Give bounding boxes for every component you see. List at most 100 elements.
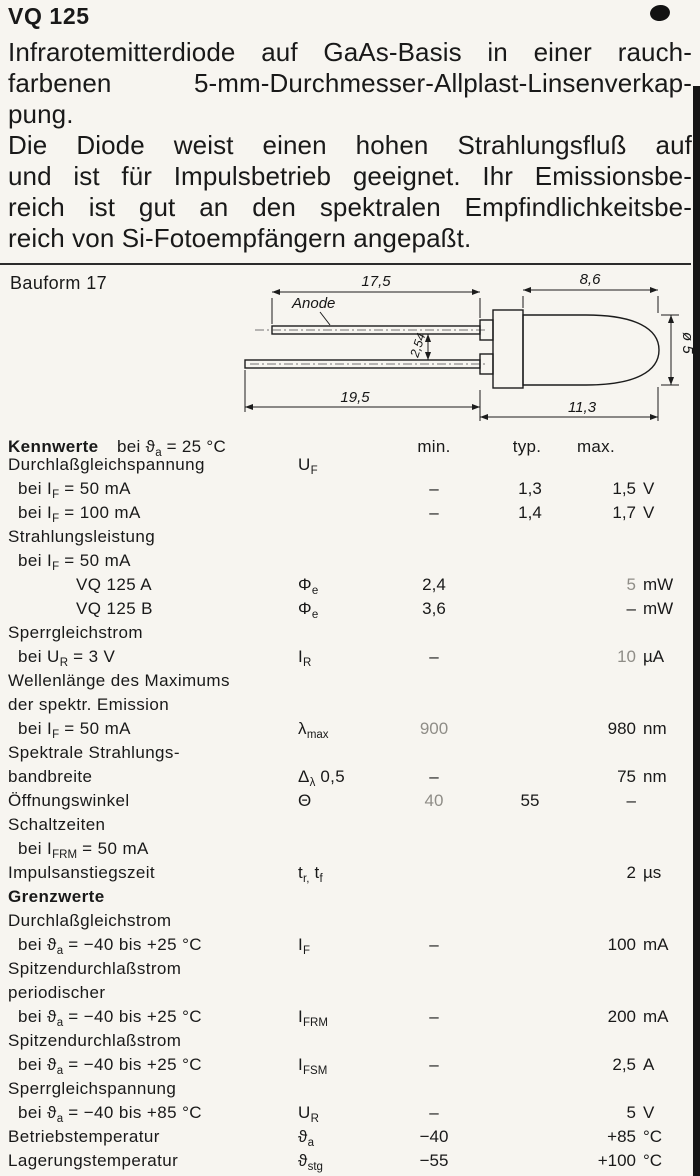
text-segment: Wellenlänge des Maximums — [8, 671, 230, 690]
text-segment: 0,5 — [315, 767, 345, 786]
text-segment: I — [298, 647, 304, 666]
column-header-max: max. — [576, 437, 616, 456]
parameter-label: Wellenlänge des Maximums — [8, 671, 230, 691]
page-title: VQ 125 — [8, 3, 90, 29]
subscript: R — [59, 656, 68, 669]
dim-label-2-54: 2,54 — [407, 331, 428, 359]
subscript: a — [56, 1112, 64, 1125]
table-row: Sperrgleichspannung — [0, 1079, 700, 1103]
unit-label: °C — [643, 1127, 663, 1146]
unit-label: °C — [643, 1151, 663, 1170]
min-value: – — [429, 1007, 439, 1026]
parameter-label: bei UR = 3 V — [18, 647, 116, 669]
subscript: R — [310, 1112, 319, 1125]
parameter-label: Lagerungstemperatur — [8, 1151, 178, 1171]
dim-label-diameter: ø 5 — [679, 332, 695, 354]
dim-label-19-5: 19,5 — [340, 389, 370, 406]
text-segment: I — [298, 1007, 304, 1026]
text-segment: Durchlaßgleichstrom — [8, 911, 172, 930]
text-segment: λ — [298, 719, 307, 738]
table-row: Strahlungsleistung — [0, 527, 700, 551]
symbol: ϑstg — [298, 1151, 323, 1173]
min-value: – — [429, 479, 439, 498]
parameter-label: bandbreite — [8, 767, 92, 787]
subscript: a — [56, 1016, 64, 1029]
parameter-label: der spektr. Emission — [8, 695, 169, 715]
parameter-label: Spitzendurchlaßstrom — [8, 959, 181, 979]
unit-label: µs — [643, 863, 662, 882]
text-segment: Spitzendurchlaßstrom — [8, 959, 182, 978]
parameter-label: Impulsanstiegszeit — [8, 863, 155, 883]
max-value: 980 — [607, 719, 636, 738]
subscript: a — [307, 1136, 315, 1149]
text-segment: = 50 mA — [59, 719, 131, 738]
text-segment: Θ — [298, 791, 312, 810]
subscript: a — [155, 446, 162, 459]
unit-label: V — [643, 1103, 655, 1122]
text-segment: Strahlungsleistung — [8, 527, 156, 546]
subscript: a — [56, 1064, 64, 1077]
typ-value: 1,3 — [518, 479, 542, 498]
text-segment: Lagerungstemperatur — [8, 1151, 179, 1170]
text-segment: bandbreite — [8, 767, 93, 786]
max-value: +100 — [597, 1151, 636, 1170]
symbol: IR — [298, 647, 311, 669]
subscript: f — [319, 872, 323, 885]
symbol: UR — [298, 1103, 319, 1125]
dim-label-17-5: 17,5 — [361, 273, 391, 290]
intro-line: reich ist gut an den spektralen Empfindl… — [8, 192, 692, 222]
max-value: – — [626, 599, 636, 618]
parameter-label: bei ϑa = −40 bis +25 °C — [18, 935, 202, 957]
min-value: 2,4 — [422, 575, 446, 594]
bauform-label: Bauform 17 — [10, 273, 108, 293]
text-segment: = 3 V — [68, 647, 116, 666]
text-segment: Impulsanstiegszeit — [8, 863, 156, 882]
text-segment: = 50 mA — [59, 551, 131, 570]
symbol: Φe — [298, 575, 318, 597]
text-segment: Spektrale Strahlungs- — [8, 743, 180, 762]
subscript: max — [306, 728, 329, 741]
text-segment: bei I — [18, 503, 53, 522]
text-segment: VQ 125 A — [76, 575, 152, 594]
unit-label: nm — [643, 767, 667, 786]
max-value: – — [626, 791, 636, 810]
text-segment: bei ϑ — [18, 935, 57, 954]
table-row: bei IF = 50 mA — [0, 551, 700, 575]
max-value: 100 — [607, 935, 636, 954]
symbol: Θ — [298, 791, 312, 811]
subscript: stg — [307, 1160, 323, 1173]
text-segment: = −40 bis +25 °C — [63, 1055, 202, 1074]
typ-value: 55 — [520, 791, 540, 810]
scan-edge-artifact — [693, 86, 700, 1176]
text-segment: bei I — [18, 719, 53, 738]
parameter-label: Spektrale Strahlungs- — [8, 743, 180, 763]
subscript: F — [52, 728, 60, 741]
intro-line: Die Diode weist einen hohen Strahlungsfl… — [8, 130, 692, 160]
bauform-drawing: 17,5 8,6 Anode 2,54 ø 5 — [244, 271, 695, 421]
intro-paragraph: Infrarotemitterdiode auf GaAs-Basis in e… — [8, 37, 692, 254]
min-value: −40 — [419, 1127, 449, 1146]
max-value: 1,7 — [612, 503, 636, 522]
max-value: 2 — [626, 863, 636, 882]
unit-label: mA — [643, 935, 669, 954]
subscript: F — [52, 560, 60, 573]
parameter-label: Durchlaßgleichstrom — [8, 911, 171, 931]
subscript: FSM — [303, 1064, 328, 1077]
unit-label: µA — [643, 647, 665, 666]
intro-line: pung. — [8, 99, 74, 129]
text-segment: t — [309, 863, 320, 882]
subscript: e — [311, 608, 319, 621]
anode-label: Anode — [291, 295, 335, 312]
subscript: r, — [303, 872, 310, 885]
text-segment: bei I — [18, 479, 53, 498]
